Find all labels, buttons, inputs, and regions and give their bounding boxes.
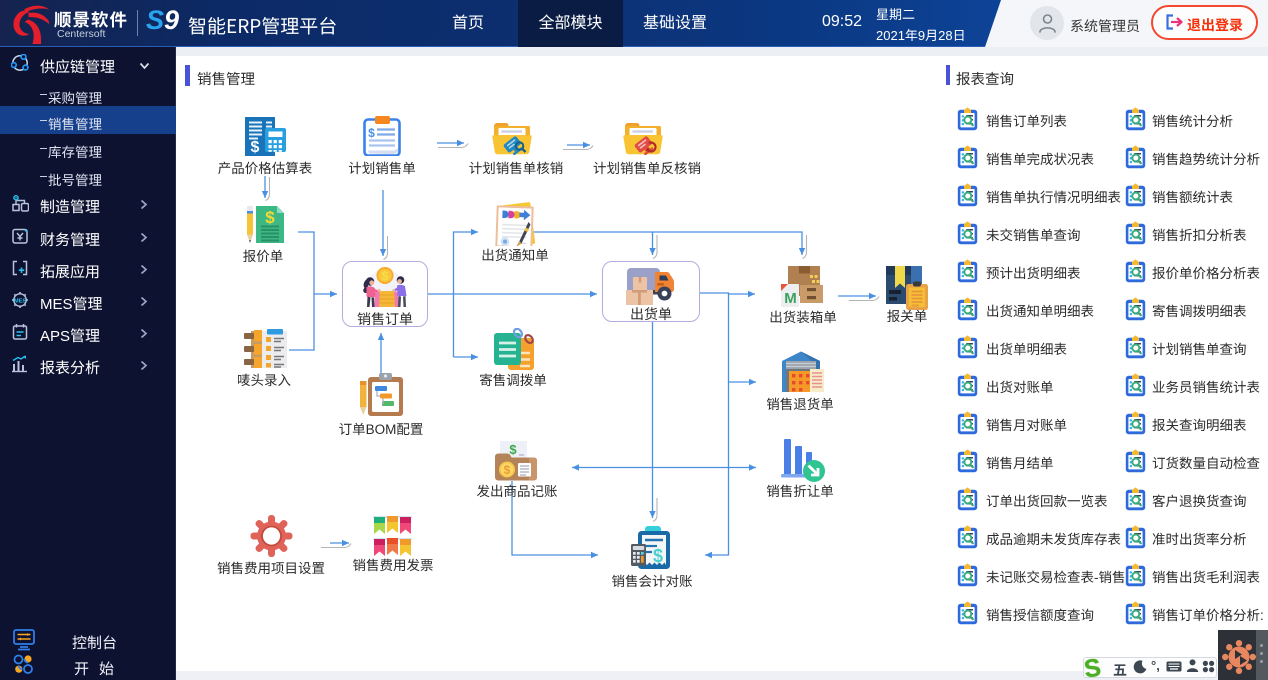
svg-text:$: $ <box>382 269 389 283</box>
svg-text:M: M <box>784 290 797 307</box>
svg-text:$: $ <box>504 463 511 477</box>
svg-text:$: $ <box>509 442 517 457</box>
svg-text:$: $ <box>265 208 275 227</box>
svg-text:MES: MES <box>14 298 26 304</box>
svg-text:$: $ <box>653 546 663 566</box>
svg-text:$: $ <box>251 139 260 156</box>
svg-text:$: $ <box>368 126 375 140</box>
